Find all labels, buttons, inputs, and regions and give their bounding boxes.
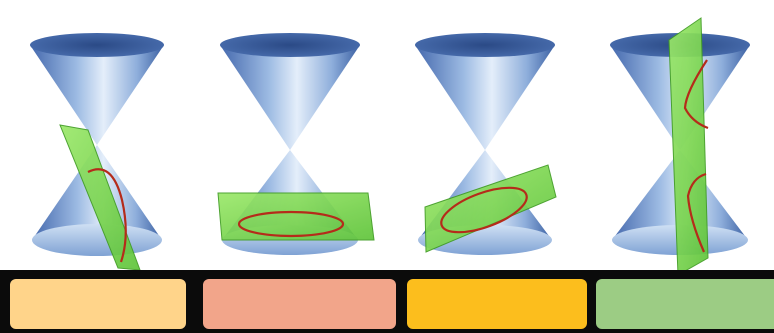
upper-nappe-top [30,33,164,57]
upper-nappe-top [220,33,360,57]
cone-panel-2 [218,33,374,255]
conic-sections-illustration [0,0,774,270]
upper-nappe-top [415,33,555,57]
lower-nappe-base [32,224,162,256]
color-swatch-3 [407,279,587,329]
upper-nappe [415,45,555,150]
upper-nappe [220,45,360,150]
upper-nappe [30,45,164,145]
cone-panel-3 [415,33,556,255]
color-swatch-4 [596,279,774,329]
cone-panel-1 [30,33,164,270]
bottom-bar [0,270,774,333]
color-swatch-2 [203,279,396,329]
cutting-plane [218,193,374,240]
cone-panel-4 [610,18,750,270]
color-swatch-1 [10,279,186,329]
